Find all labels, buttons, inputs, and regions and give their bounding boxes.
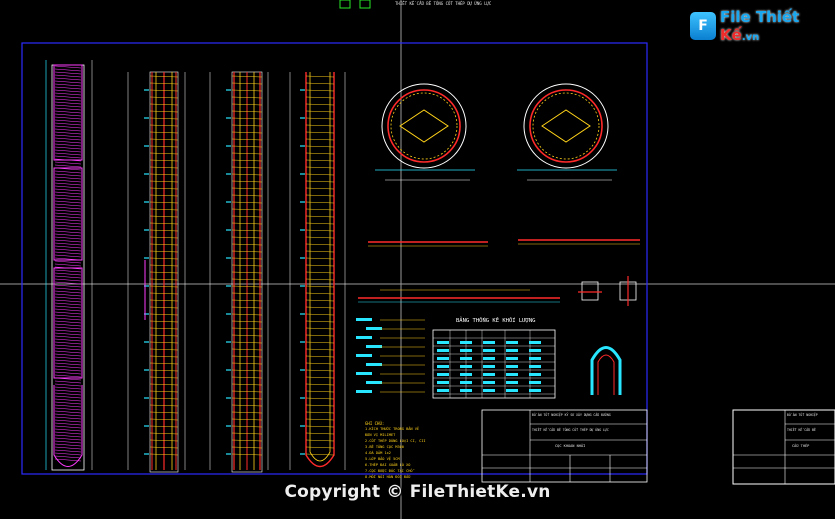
pile-elevation-2 xyxy=(127,71,186,473)
note-line: 2.CỐT THÉP DÙNG LOẠI CI, CII xyxy=(365,439,426,443)
sheet-frame xyxy=(21,42,648,475)
u-hook-detail xyxy=(590,346,622,395)
cross-section-2 xyxy=(517,83,617,181)
title-block-2 xyxy=(733,410,835,484)
note-line: ĐƠN VỊ MILIMET xyxy=(365,433,396,437)
rebar-annotations xyxy=(356,318,425,393)
title-block-sheet: CỌC KHOAN NHỒI xyxy=(555,444,586,448)
note-line: 6.THÉP ĐAI XOẮN LÒ XO xyxy=(365,463,411,467)
title-block xyxy=(481,409,648,483)
title-block-project: THIẾT KẾ CẦU BÊ TÔNG CỐT THÉP DỰ ỨNG LỰC xyxy=(532,428,609,432)
pile-elevation-1 xyxy=(45,60,93,471)
small-connector-details xyxy=(578,276,637,306)
pile-elevation-4 xyxy=(289,72,346,470)
notes-title: GHI CHÚ: xyxy=(365,421,385,426)
title-block-2-project: THIẾT KẾ CẦU BÊ xyxy=(787,428,816,432)
quantity-table xyxy=(432,329,556,399)
title-block-2-sheet: CẦU THÉP xyxy=(792,444,810,448)
quantity-table-title: BẢNG THỐNG KÊ KHỐI LƯỢNG xyxy=(456,318,536,324)
top-stub-a xyxy=(339,0,351,9)
note-line: 8.MỐI NỐI HÀN ĐỐI ĐẦU xyxy=(365,475,411,479)
title-block-2-school: ĐỒ ÁN TỐT NGHIỆP xyxy=(787,413,818,417)
rebar-detail-bars xyxy=(358,239,640,303)
note-line: 1.KÍCH THƯỚC TRONG BẢN VẼ xyxy=(365,427,420,431)
note-line: 3.BÊ TÔNG CỌC M300 xyxy=(365,445,404,449)
cross-section-1 xyxy=(375,83,475,181)
title-block-school: ĐỒ ÁN TỐT NGHIỆP KỸ SƯ XÂY DỰNG CẦU ĐƯỜN… xyxy=(532,413,611,417)
note-line: 7.CỌC ĐƯỢC ĐÚC TẠI CHỖ xyxy=(365,469,413,473)
note-line: 4.ĐÁ DĂM 1x2 xyxy=(365,451,391,455)
logo-wordmark: File Thiết Kế.vn xyxy=(720,8,800,44)
note-line: 5.LỚP BẢO VỆ 5CM xyxy=(365,457,400,461)
drawing-top-caption: THIẾT KẾ CẦU BÊ TÔNG CỐT THÉP DỰ ỨNG LỰC xyxy=(395,1,492,6)
top-stub-b xyxy=(359,0,371,9)
pile-elevation-3 xyxy=(209,71,269,473)
second-sheet-frame xyxy=(732,409,835,485)
filethietke-logo[interactable]: F File Thiết Kế.vn xyxy=(690,8,835,44)
logo-badge-icon: F xyxy=(690,12,717,40)
copyright-watermark: Copyright © FileThietKe.vn xyxy=(284,482,551,502)
